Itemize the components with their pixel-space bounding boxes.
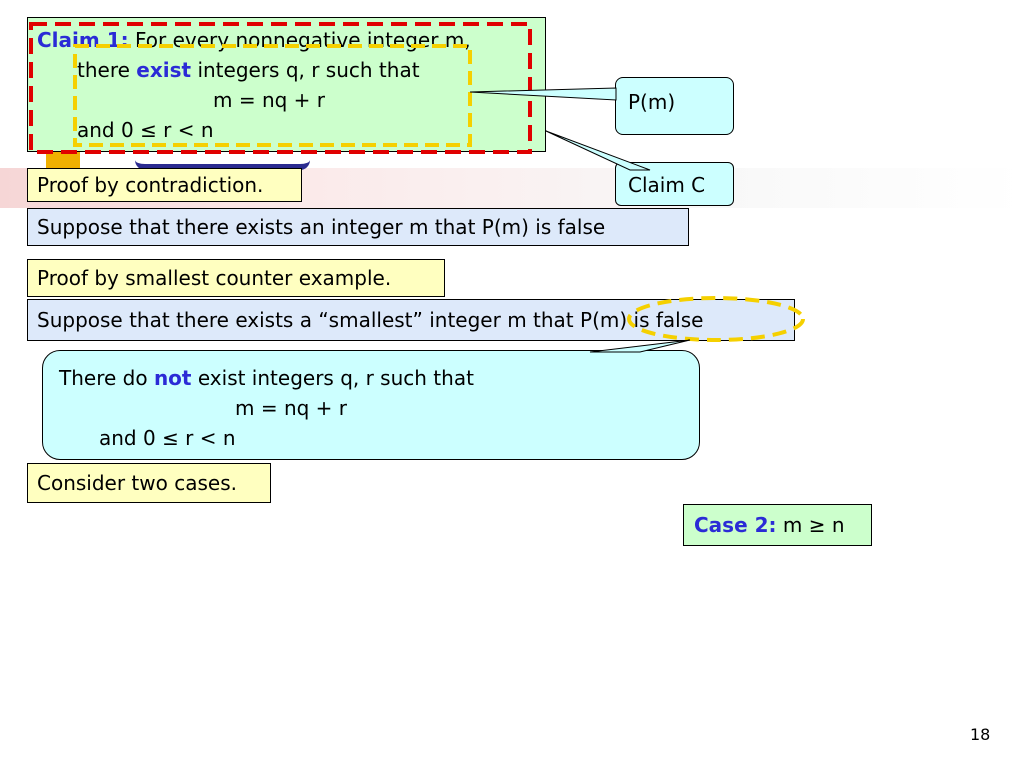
negation-not-keyword: not — [153, 366, 192, 390]
claim-1-line-1: Claim 1: For every nonnegative integer m… — [37, 26, 471, 54]
negation-post: exist integers q, r such that — [197, 366, 474, 390]
negation-equation: m = nq + r — [235, 396, 348, 420]
negation-condition: and 0 ≤ r < n — [99, 426, 236, 450]
claim-1-statement: For every nonnegative integer m, — [134, 28, 471, 52]
case-2-box: Case 2: m ≥ n — [683, 504, 872, 546]
proof-by-contradiction-text: Proof by contradiction. — [37, 173, 264, 197]
claim-1-line-2: there exist integers q, r such that — [77, 56, 420, 84]
claim-1-exist-keyword: exist — [136, 58, 192, 82]
proof-by-smallest: Proof by smallest counter example. — [27, 259, 445, 297]
claim-1-box: Claim 1: For every nonnegative integer m… — [27, 17, 546, 152]
page-number: 18 — [970, 725, 991, 744]
negation-pre: There do — [59, 366, 148, 390]
claim-1-condition: and 0 ≤ r < n — [77, 118, 214, 142]
callout-pm: P(m) — [615, 77, 734, 135]
claim-1-equation: m = nq + r — [213, 88, 326, 112]
case-2-expression: m ≥ n — [782, 513, 845, 537]
background-title-fragment — [135, 146, 310, 170]
callout-claim-c-label: Claim C — [628, 173, 706, 197]
background-accent-block — [46, 150, 80, 168]
callout-pm-label: P(m) — [628, 90, 676, 114]
proof-by-smallest-text: Proof by smallest counter example. — [37, 266, 392, 290]
suppose-exists-box: Suppose that there exists an integer m t… — [27, 208, 689, 246]
consider-cases-box: Consider two cases. — [27, 463, 271, 503]
suppose-smallest-text: Suppose that there exists a “smallest” i… — [37, 308, 704, 332]
claim-1-label: Claim 1: — [37, 28, 129, 52]
callout-claim-c: Claim C — [615, 162, 734, 206]
suppose-exists-text: Suppose that there exists an integer m t… — [37, 215, 606, 239]
consider-cases-text: Consider two cases. — [37, 471, 237, 495]
proof-by-contradiction: Proof by contradiction. — [27, 168, 302, 202]
claim-1-line-2-pre: there — [77, 58, 130, 82]
negation-line-1: There do not exist integers q, r such th… — [59, 364, 474, 392]
case-2-label: Case 2: — [694, 513, 777, 537]
negation-callout: There do not exist integers q, r such th… — [42, 350, 700, 460]
claim-1-line-2-post: integers q, r such that — [197, 58, 420, 82]
suppose-smallest-box: Suppose that there exists a “smallest” i… — [27, 299, 795, 341]
